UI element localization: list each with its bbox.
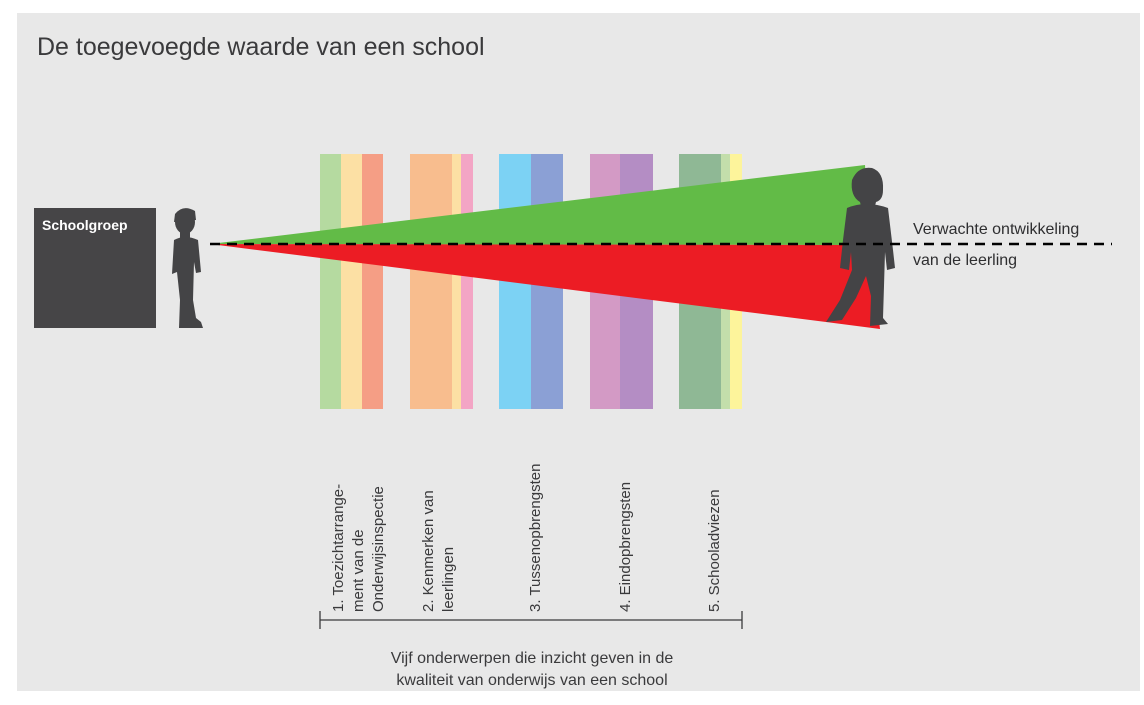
large-child-figure: [826, 167, 895, 326]
topic-label-2-line2: leerlingen: [440, 546, 457, 612]
small-child-figure: [172, 208, 203, 328]
gain-wedge: [210, 165, 870, 245]
topic-label-5: 5. Schooladviezen: [705, 489, 725, 612]
band-2c: [461, 154, 473, 409]
band-2a: [410, 154, 452, 409]
school-group-box: [34, 208, 156, 328]
topic-label-4-line1: 4. Eindopbrengsten: [617, 481, 634, 612]
topic-label-1-line3: Onderwijsinspectie: [370, 486, 387, 612]
band-1a: [320, 154, 341, 409]
school-group-label: Schoolgroep: [42, 217, 128, 233]
topics-caption-line1: Vijf onderwerpen die inzicht geven in de: [390, 650, 674, 667]
topic-label-3: 3. Tussenopbrengsten: [526, 464, 546, 612]
topics-caption: Vijf onderwerpen die inzicht geven in de…: [320, 648, 744, 692]
topics-caption-line2: kwaliteit van onderwijs van een school: [396, 672, 668, 689]
topic-label-2-line1: 2. Kenmerken van: [420, 490, 437, 612]
topic-label-1-line2: ment van de: [350, 529, 367, 612]
topic-label-2: 2. Kenmerken van leerlingen: [419, 490, 459, 612]
band-1c: [362, 154, 383, 409]
expected-development-line1: Verwachte ontwikkeling: [913, 221, 1080, 238]
topic-label-5-line1: 5. Schooladviezen: [706, 489, 723, 612]
diagram-title: De toegevoegde waarde van een school: [37, 33, 485, 61]
loss-wedge: [210, 244, 880, 329]
band-2b: [452, 154, 461, 409]
diagram-background: [17, 13, 1140, 691]
topic-label-4: 4. Eindopbrengsten: [616, 482, 636, 612]
topic-label-1-line1: 1. Toezichtarrange-: [330, 483, 347, 612]
topic-label-3-line1: 3. Tussenopbrengsten: [527, 463, 544, 612]
topic-label-1: 1. Toezichtarrange- ment van de Onderwij…: [329, 484, 389, 612]
expected-development-line2: van de leerling: [913, 252, 1018, 269]
topics-bracket: [319, 611, 743, 629]
band-1b: [341, 154, 362, 409]
